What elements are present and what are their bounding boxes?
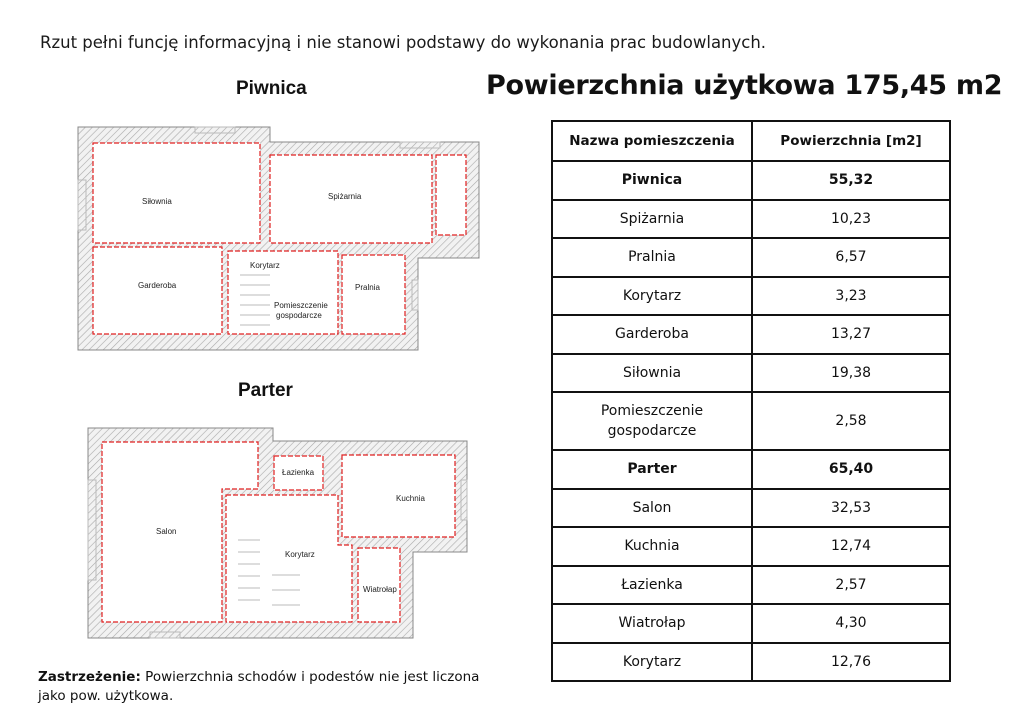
room-label: Łazienka [282, 468, 315, 477]
room-name-cell: Spiżarnia [551, 198, 753, 239]
room-label: Wiatrołap [363, 585, 397, 594]
room-label: Pralnia [355, 283, 380, 292]
room-name-cell: Łazienka [551, 564, 753, 605]
disclaimer-text: Rzut pełni funcję informacyjną i nie sta… [40, 33, 767, 52]
plan-title-piwnica: Piwnica [236, 78, 307, 99]
room-area-cell: 55,32 [751, 160, 951, 201]
room-area-cell: 65,40 [751, 449, 951, 490]
room-garderoba [92, 246, 223, 335]
room-name-cell: Kuchnia [551, 526, 753, 567]
room-area-cell: 12,76 [751, 641, 951, 682]
room-name-cell: Pralnia [551, 237, 753, 278]
room-wiatrolap [357, 547, 401, 623]
room-area-cell: 19,38 [751, 352, 951, 393]
room-name-cell: Piwnica [551, 160, 753, 201]
note-text: Powierzchnia schodów i podestów nie jest… [38, 669, 480, 704]
page-title: Powierzchnia użytkowa 175,45 m2 [486, 70, 1003, 101]
room-label: Garderoba [138, 281, 177, 290]
room-name-cell: Wiatrołap [551, 603, 753, 644]
plan-parter: Salon Łazienka Kuchnia Korytarz Wiatroła… [87, 427, 468, 639]
room-name-cell: Korytarz [551, 641, 753, 682]
room-name-cell: Parter [551, 449, 753, 490]
room-name-cell: Siłownia [551, 352, 753, 393]
table-header-row: Nazwa pomieszczenia Powierzchnia [m2] [551, 120, 951, 162]
room-label: Korytarz [250, 261, 280, 270]
column-header: Nazwa pomieszczenia [551, 120, 753, 162]
room-silownia [92, 142, 261, 244]
room-area-cell: 12,74 [751, 526, 951, 567]
room-name-cell: Garderoba [551, 314, 753, 355]
room-area-cell: 2,58 [751, 391, 951, 451]
room-area-cell: 10,23 [751, 198, 951, 239]
area-table: Nazwa pomieszczenia Powierzchnia [m2] Pi… [551, 120, 951, 682]
room-spizarnia [269, 154, 433, 244]
room-spizarnia-alcove [435, 154, 467, 236]
room-area-cell: 4,30 [751, 603, 951, 644]
room-label: Pomieszczenie [274, 301, 328, 310]
room-area-cell: 32,53 [751, 487, 951, 528]
room-label: Korytarz [285, 550, 315, 559]
room-korytarz [227, 250, 339, 335]
room-area-cell: 3,23 [751, 275, 951, 316]
room-korytarz-parter [225, 494, 353, 623]
room-pralnia [341, 254, 406, 335]
room-area-cell: 13,27 [751, 314, 951, 355]
room-kuchnia [341, 454, 456, 538]
room-label: gospodarcze [276, 311, 322, 320]
room-area-cell: 6,57 [751, 237, 951, 278]
plan-title-parter: Parter [238, 380, 293, 401]
room-label: Spiżarnia [328, 192, 362, 201]
room-area-cell: 2,57 [751, 564, 951, 605]
room-lazienka [273, 455, 324, 491]
column-header: Powierzchnia [m2] [751, 120, 951, 162]
plan-piwnica: Siłownia Spiżarnia Garderoba Korytarz Pr… [77, 126, 480, 351]
room-salon [101, 441, 259, 623]
disclaimer-note: Zastrzeżenie: Powierzchnia schodów i pod… [38, 668, 488, 706]
note-label: Zastrzeżenie: [38, 669, 141, 685]
room-name-cell: Korytarz [551, 275, 753, 316]
room-label: Salon [156, 527, 176, 536]
room-name-cell: Pomieszczenie gospodarcze [551, 391, 753, 451]
room-label: Kuchnia [396, 494, 425, 503]
room-name-cell: Salon [551, 487, 753, 528]
room-label: Siłownia [142, 197, 172, 206]
